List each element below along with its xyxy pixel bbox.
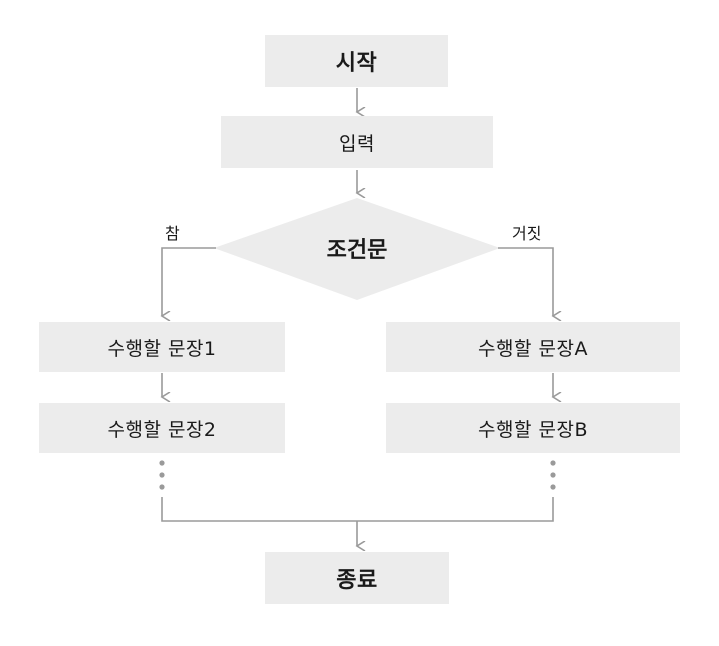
ellipsis-dot — [159, 484, 165, 490]
input-box: 입력 — [221, 116, 493, 168]
ellipsis-dot — [159, 460, 165, 466]
statement-2-box: 수행할 문장2 — [39, 403, 285, 453]
start-label: 시작 — [335, 51, 378, 76]
condition-diamond — [214, 198, 500, 300]
ellipsis-dot — [550, 472, 556, 478]
ellipsis-dot — [550, 460, 556, 466]
statement-B-box: 수행할 문장B — [386, 403, 680, 453]
merge-line — [161, 497, 554, 522]
end-box: 종료 — [265, 552, 449, 604]
ellipsis-dot — [550, 484, 556, 490]
statement-A-label: 수행할 문장A — [478, 337, 588, 360]
statement-A-box: 수행할 문장A — [386, 322, 680, 372]
condition-label: 조건문 — [326, 238, 388, 263]
end-label: 종료 — [336, 568, 378, 593]
ellipsis-dot — [159, 472, 165, 478]
start-box: 시작 — [265, 35, 448, 87]
arrow-condition-to-true — [162, 247, 216, 316]
arrow-condition-to-false — [498, 247, 553, 316]
true-branch-label: 참 — [165, 224, 180, 243]
input-label: 입력 — [339, 132, 375, 155]
condition-label-wrap: 조건문 — [257, 228, 457, 268]
statement-1-box: 수행할 문장1 — [39, 322, 285, 372]
false-branch-label: 거짓 — [512, 224, 542, 243]
statement-B-label: 수행할 문장B — [478, 418, 588, 441]
statement-2-label: 수행할 문장2 — [107, 418, 217, 441]
statement-1-label: 수행할 문장1 — [107, 337, 217, 360]
